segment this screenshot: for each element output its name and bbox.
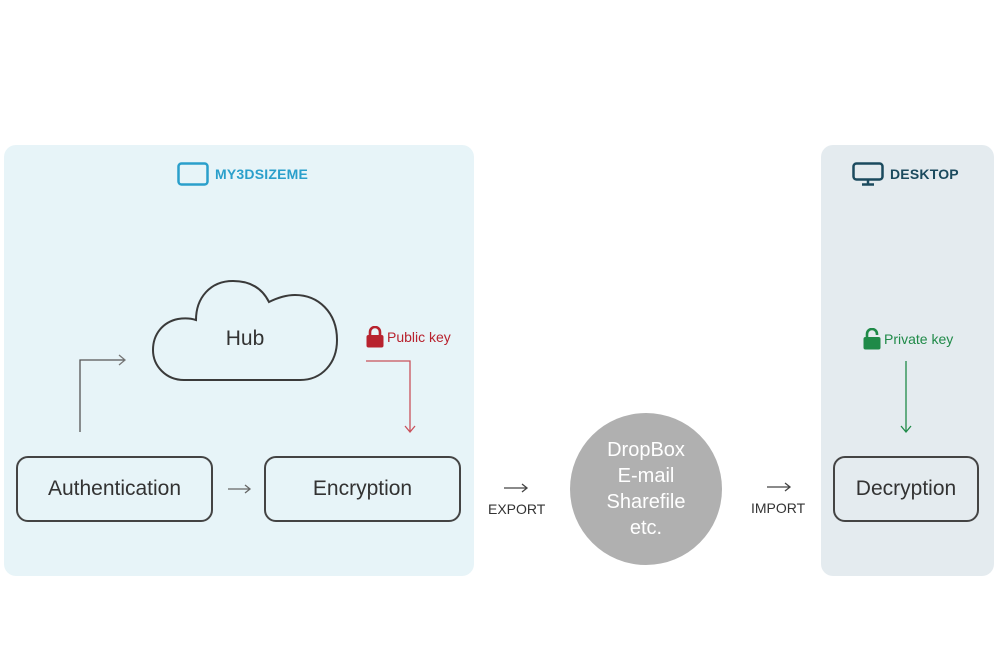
public-key-arrowhead xyxy=(404,425,416,434)
transfer-item: Sharefile xyxy=(606,491,686,513)
encryption-box: Encryption xyxy=(264,456,461,522)
monitor-icon xyxy=(852,162,884,186)
import-arrowhead xyxy=(784,482,792,492)
decryption-label: Decryption xyxy=(855,477,957,500)
private-key-arrowhead xyxy=(900,425,912,434)
private-key: Private key xyxy=(863,328,953,350)
my3dsizeme-label: MY3DSIZEME xyxy=(215,166,309,182)
authentication-box: Authentication xyxy=(16,456,213,522)
auth-to-hub-arrow xyxy=(79,359,124,432)
auth-to-encryption-arrowhead xyxy=(244,484,252,494)
authentication-label: Authentication xyxy=(47,477,182,500)
transfer-item: E-mail xyxy=(617,465,675,487)
public-key-label: Public key xyxy=(387,329,451,345)
transfer-item: etc. xyxy=(629,517,663,539)
import-label: IMPORT xyxy=(751,500,806,516)
desktop-panel xyxy=(821,145,994,576)
transfer-item: DropBox xyxy=(607,439,685,461)
desktop-title: DESKTOP xyxy=(852,162,959,186)
decryption-box: Decryption xyxy=(833,456,979,522)
encryption-label: Encryption xyxy=(312,477,413,500)
auth-to-hub-arrowhead xyxy=(118,354,127,366)
private-key-label: Private key xyxy=(884,331,954,347)
lock-open-icon xyxy=(863,328,881,350)
public-key: Public key xyxy=(366,326,451,348)
public-key-arrow xyxy=(366,360,411,431)
export-arrowhead xyxy=(521,483,529,493)
hub-cloud xyxy=(151,279,339,381)
transfer-channels-circle: DropBox E-mail Sharefile etc. xyxy=(570,413,722,565)
lock-closed-icon xyxy=(366,326,384,348)
my3dsizeme-title: MY3DSIZEME xyxy=(177,162,308,186)
tablet-icon xyxy=(177,162,209,186)
desktop-label: DESKTOP xyxy=(890,166,959,182)
hub-label: Hub xyxy=(225,327,265,350)
export-label: EXPORT xyxy=(488,501,546,517)
